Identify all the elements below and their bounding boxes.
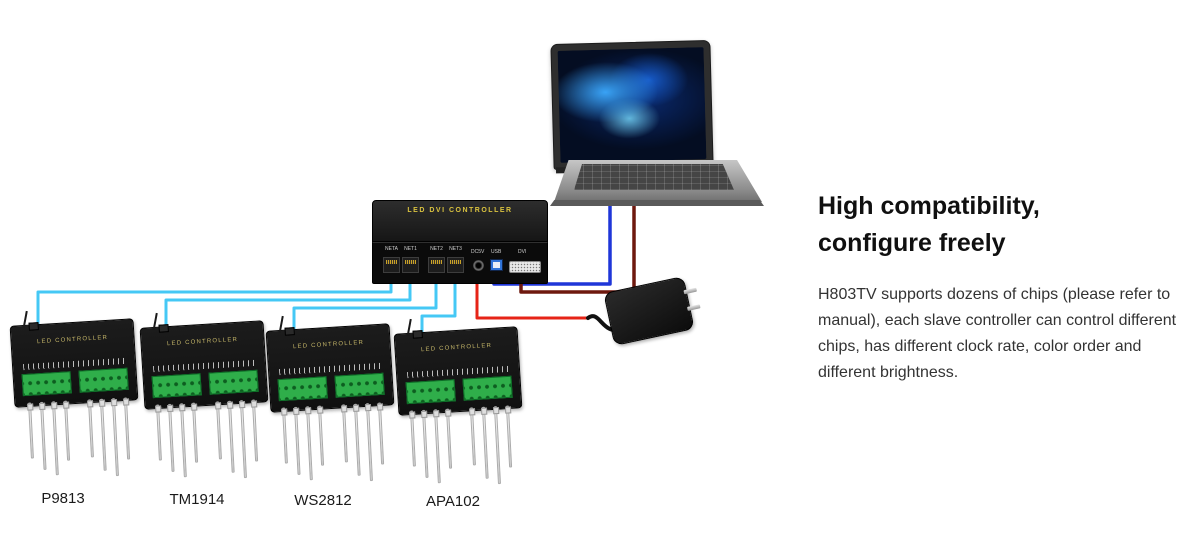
laptop-wallpaper <box>557 47 707 163</box>
connector-pin <box>445 408 453 469</box>
pin-group-1 <box>28 397 131 480</box>
laptop-keyboard <box>574 164 734 190</box>
pin-group-2 <box>156 399 259 482</box>
terminal-blocks <box>21 367 129 397</box>
chip-name-1: P9813 <box>41 490 85 507</box>
connector-pin <box>493 406 501 485</box>
green-terminal <box>151 373 202 399</box>
connector-pin <box>422 409 429 478</box>
slave-controller-3: LED CONTROLLER <box>265 315 395 413</box>
port-label-4: NET3 <box>449 246 462 252</box>
slave-label: LED CONTROLLER <box>420 342 493 354</box>
master-controller: LED DVI CONTROLLER NETA NET1 NET2 NET3 D… <box>372 200 548 284</box>
laptop <box>548 38 768 206</box>
slave-label: LED CONTROLLER <box>166 336 239 348</box>
master-label: LED DVI CONTROLLER <box>407 207 513 214</box>
rj45-port-3 <box>428 257 445 273</box>
green-terminal <box>208 369 259 395</box>
connector-pin <box>40 401 47 470</box>
connector-pin <box>469 407 476 466</box>
connector-pin <box>294 406 301 475</box>
connector-pin <box>433 409 441 484</box>
connector-pin <box>51 401 59 476</box>
terminal-blocks <box>405 375 513 405</box>
connector-pin <box>227 400 235 473</box>
dvi-port-label: DVI <box>518 249 527 255</box>
connector-pin <box>179 403 187 478</box>
master-top-panel: LED DVI CONTROLLER <box>372 200 548 242</box>
connector-pin <box>63 400 71 461</box>
connector-pin <box>365 403 373 482</box>
port-label-1: NETA <box>385 246 398 252</box>
rj45-port-4 <box>447 257 464 273</box>
power-jack <box>473 260 484 271</box>
green-terminal <box>78 367 129 393</box>
dvi-port <box>509 261 541 273</box>
usb-port <box>490 259 503 271</box>
data-wire-1 <box>36 255 393 324</box>
terminal-blocks <box>277 372 385 402</box>
data-wire-4 <box>420 255 457 332</box>
rj45-port-2 <box>402 257 419 273</box>
green-terminal <box>21 371 72 397</box>
headline-line2: configure freely <box>818 229 1006 257</box>
chip-name-3: WS2812 <box>294 492 352 509</box>
pin-group-3 <box>282 402 385 485</box>
copy-block: High compatibility, configure freely H80… <box>818 188 1200 386</box>
headline-line1: High compatibility, <box>818 192 1040 220</box>
connector-pin <box>99 398 107 471</box>
power-jack-label: DC5V <box>471 249 485 255</box>
signal-connector <box>412 330 423 339</box>
laptop-front-edge <box>550 200 764 206</box>
green-terminal <box>462 375 513 401</box>
connector-pin <box>341 404 348 463</box>
green-terminal <box>334 372 385 398</box>
chip-name-4: APA102 <box>426 493 480 510</box>
slave-controller-2: LED CONTROLLER <box>139 312 269 410</box>
connector-pin <box>215 401 222 460</box>
pin-group-4 <box>410 405 513 488</box>
green-terminal <box>277 376 328 402</box>
rj45-port-1 <box>383 257 400 273</box>
terminal-blocks <box>151 369 259 399</box>
connector-pin <box>317 405 325 466</box>
connector-pin <box>353 403 361 476</box>
description-text: H803TV supports dozens of chips (please … <box>818 286 1177 381</box>
connector-pin <box>239 400 247 479</box>
master-front-panel: NETA NET1 NET2 NET3 DC5V USB DVI <box>372 242 548 284</box>
green-terminal <box>405 379 456 405</box>
connector-pin <box>168 403 175 472</box>
chip-name-2: TM1914 <box>169 491 225 508</box>
connector-pin <box>191 402 199 463</box>
slave-controller-1: LED CONTROLLER <box>9 310 139 408</box>
port-label-3: NET2 <box>430 246 443 252</box>
slave-label: LED CONTROLLER <box>292 339 365 351</box>
connector-pin <box>87 399 94 458</box>
slave-label: LED CONTROLLER <box>36 334 109 346</box>
signal-connector <box>28 322 39 331</box>
usb-port-label: USB <box>491 249 502 255</box>
connector-pin <box>305 406 313 481</box>
headline: High compatibility, configure freely <box>818 188 1200 262</box>
port-label-2: NET1 <box>404 246 417 252</box>
signal-connector <box>284 327 295 336</box>
connector-pin <box>111 398 119 477</box>
laptop-screen <box>550 39 714 171</box>
connector-pin <box>481 406 489 479</box>
signal-connector <box>158 324 169 333</box>
slave-controller-4: LED CONTROLLER <box>393 318 523 416</box>
